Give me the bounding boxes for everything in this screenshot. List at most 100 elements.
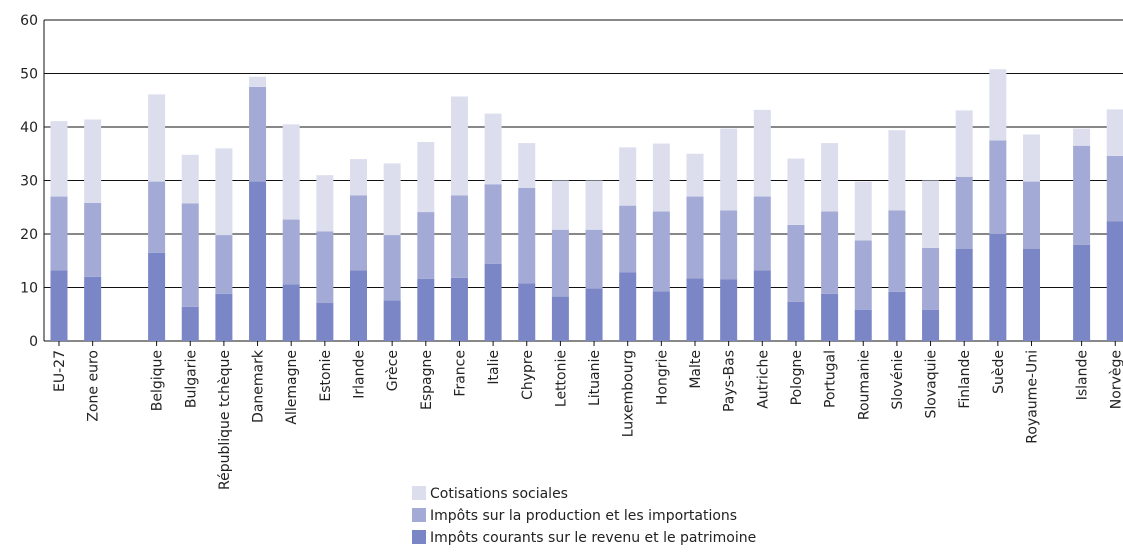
bar-segment-0-15 (585, 288, 603, 341)
bar-segment-1-30 (1106, 155, 1123, 222)
bar-segment-2-23 (854, 181, 872, 241)
bar-segment-1-10 (417, 212, 435, 279)
bar-segment-2-27 (989, 69, 1007, 141)
bar-segment-1-3 (181, 203, 199, 307)
category-label-20: Autriche (755, 350, 771, 409)
category-label-23: Roumanie (856, 350, 872, 420)
bar-segment-1-22 (821, 211, 839, 294)
bar-segment-1-0 (50, 196, 68, 271)
legend-swatch-1 (412, 508, 426, 522)
bar-segment-1-1 (84, 202, 102, 277)
y-tick-label-0: 0 (29, 334, 38, 350)
category-label-19: Pays-Bas (722, 350, 738, 412)
bar-segment-1-17 (652, 211, 670, 292)
category-label-28: Royaume-Uni (1025, 350, 1041, 444)
bar-segment-0-26 (955, 248, 973, 341)
bar-segment-0-0 (50, 270, 68, 341)
bar-segment-0-5 (249, 181, 267, 341)
bar-segment-2-4 (215, 148, 233, 236)
category-label-8: Irlande (352, 350, 368, 399)
bar-segment-0-7 (316, 303, 334, 341)
category-label-18: Malte (688, 350, 704, 389)
bar-segment-0-27 (989, 234, 1007, 341)
bar-segment-0-2 (148, 252, 166, 341)
bar-segment-2-5 (249, 76, 267, 87)
category-label-16: Luxembourg (621, 350, 637, 437)
bar-segment-2-13 (518, 143, 536, 188)
bar-segment-1-29 (1073, 145, 1091, 245)
bar-segment-2-7 (316, 175, 334, 232)
bar-segment-1-11 (450, 195, 468, 278)
y-tick-label-30: 30 (20, 174, 38, 190)
bar-segment-2-11 (450, 96, 468, 196)
bar-segment-2-2 (148, 94, 166, 182)
bar-segment-2-3 (181, 154, 199, 204)
bar-segment-2-30 (1106, 109, 1123, 156)
category-label-26: Finlande (957, 350, 973, 409)
bar-segment-1-9 (383, 235, 401, 301)
legend-swatch-0 (412, 486, 426, 500)
bar-segment-1-23 (854, 240, 872, 310)
bar-segment-0-24 (888, 291, 906, 341)
bar-segment-0-8 (350, 270, 367, 341)
category-label-2: Belgique (150, 350, 166, 411)
bar-segment-0-17 (652, 291, 670, 341)
bar-segment-0-1 (84, 276, 102, 341)
bar-segment-2-21 (787, 158, 805, 225)
bar-segment-0-10 (417, 278, 435, 341)
bar-segment-1-12 (484, 184, 502, 264)
category-label-14: Lettonie (553, 350, 569, 407)
bar-segment-0-4 (215, 293, 233, 341)
bar-segment-1-14 (551, 229, 569, 297)
bar-segment-1-18 (686, 196, 704, 279)
bar-segment-1-28 (1023, 181, 1040, 249)
bar-segment-1-19 (720, 210, 738, 280)
bar-segment-2-6 (282, 124, 300, 220)
y-tick-label-10: 10 (20, 281, 38, 297)
bar-segment-0-30 (1106, 221, 1123, 341)
bar-segment-0-23 (854, 309, 872, 341)
category-label-1: Zone euro (86, 350, 102, 422)
bar-segment-1-24 (888, 210, 906, 292)
bar-segment-1-16 (619, 205, 637, 273)
bar-segment-1-5 (249, 86, 267, 182)
bar-segment-1-15 (585, 229, 603, 289)
category-label-21: Pologne (789, 350, 805, 405)
bar-segment-1-4 (215, 235, 233, 294)
y-tick-label-20: 20 (20, 227, 38, 243)
bar-segment-0-19 (720, 279, 738, 341)
bar-segment-1-2 (148, 181, 166, 253)
category-label-22: Portugal (823, 350, 839, 408)
bar-segment-2-20 (753, 109, 771, 197)
bar-segment-2-9 (383, 163, 401, 236)
bar-segment-0-28 (1023, 248, 1040, 341)
bar-segment-2-19 (720, 128, 738, 211)
bar-segment-0-3 (181, 306, 199, 341)
bar-segment-2-25 (922, 180, 940, 248)
category-label-17: Hongrie (654, 350, 670, 405)
category-label-3: Bulgarie (183, 350, 199, 408)
bar-segment-2-18 (686, 153, 704, 197)
legend-label-1: Impôts sur la production et les importat… (430, 508, 737, 524)
legend-swatch-2 (412, 530, 426, 544)
bar-segment-2-14 (551, 180, 569, 230)
bar-segment-2-29 (1073, 128, 1091, 146)
bar-segment-2-15 (585, 180, 603, 230)
y-tick-label-60: 60 (20, 13, 38, 29)
bar-segment-1-25 (922, 247, 940, 310)
category-label-11: France (452, 350, 468, 397)
bar-segment-0-11 (450, 277, 468, 341)
legend-label-2: Impôts courants sur le revenu et le patr… (430, 530, 756, 546)
bar-segment-2-17 (652, 143, 670, 212)
category-label-15: Lituanie (587, 350, 603, 406)
y-tick-label-50: 50 (20, 67, 38, 83)
bar-segment-2-16 (619, 147, 637, 206)
bar-segment-2-0 (50, 121, 68, 197)
bar-segment-2-10 (417, 141, 435, 213)
bar-segment-0-22 (821, 293, 839, 341)
bar-segment-1-6 (282, 219, 300, 285)
category-label-4: République tchèque (217, 350, 233, 490)
